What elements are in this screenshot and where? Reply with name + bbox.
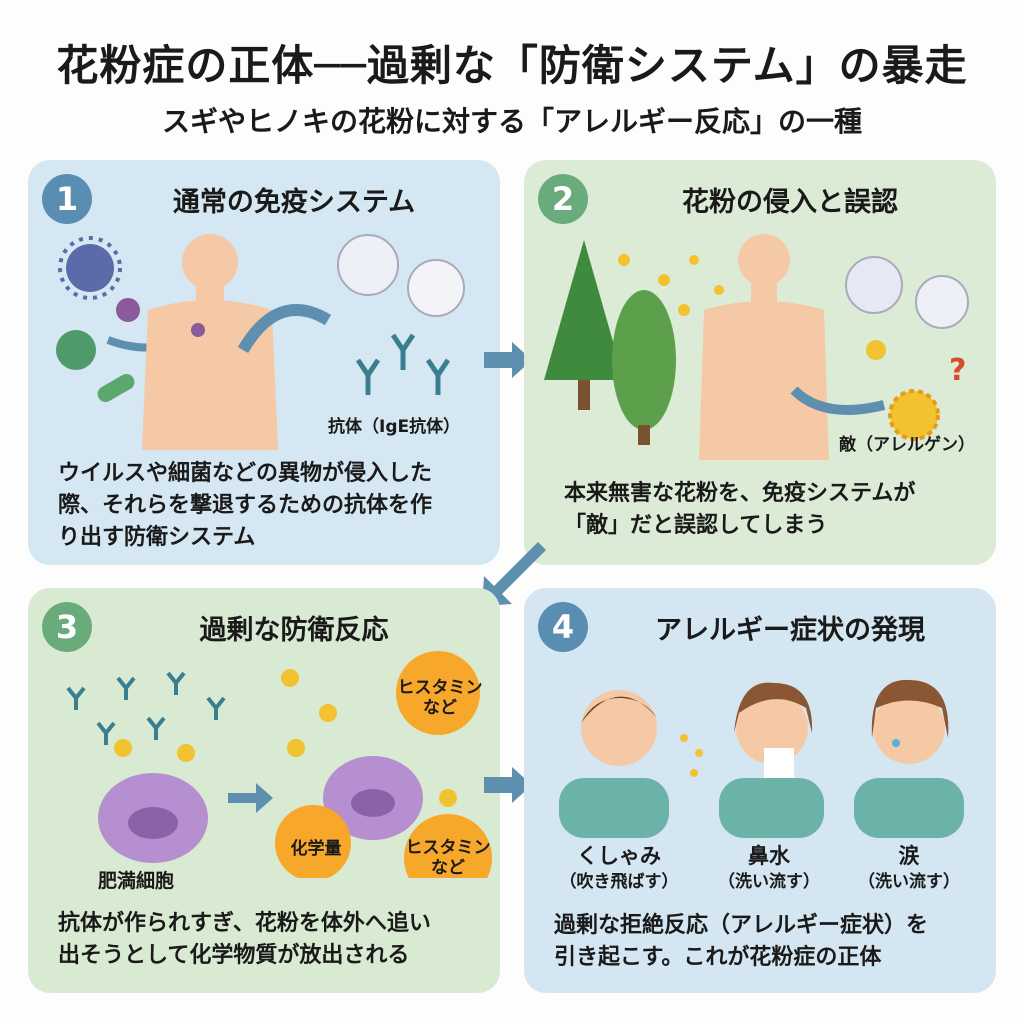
confused-cell-icon xyxy=(845,256,969,329)
bacillus-icon xyxy=(97,374,135,402)
cypress-tree-icon xyxy=(612,290,676,445)
arrow-right-icon xyxy=(484,342,532,378)
immune-illustration xyxy=(56,234,465,450)
arrow-right-icon xyxy=(484,767,532,803)
panel-pollen-invasion: 2 花粉の侵入と誤認 ? 敵（アレルゲン） 本来無害な花粉を、免疫システムが 「… xyxy=(524,160,996,565)
main-title: 花粉症の正体──過剰な「防衛システム」の暴走 xyxy=(56,41,968,90)
panel-title: 花粉の侵入と誤認 xyxy=(682,187,898,218)
symptoms-illustration xyxy=(559,679,964,838)
symptom-name: 涙 xyxy=(898,844,920,868)
chemical-label: 化学量 xyxy=(290,839,342,859)
arrow-icon xyxy=(790,386,886,415)
white-blood-cell-icon xyxy=(337,234,465,317)
step-badge: 2 xyxy=(538,174,588,224)
histamine-label: ヒスタミン xyxy=(397,678,483,698)
description-line: 出そうとして化学物質が放出される xyxy=(58,943,410,968)
symptom-name: 鼻水 xyxy=(748,844,790,868)
step-badge: 4 xyxy=(538,602,588,652)
description-line: 過剰な拒絶反応（アレルギー症状）を xyxy=(554,913,929,938)
bacteria-icon xyxy=(56,330,96,370)
cedar-tree-icon xyxy=(544,240,624,410)
teary-person-icon xyxy=(854,679,964,838)
panel-title: 通常の免疫システム xyxy=(172,187,416,218)
panel-excess-defense: 3 過剰な防衛反応 ヒスタミンなど 化学量 ヒスタミンなど 肥満細胞 抗体が作ら… xyxy=(28,588,500,993)
symptom-name: くしゃみ xyxy=(577,844,661,868)
mast-cell-icon xyxy=(98,773,208,863)
histamine-label: ヒスタミン xyxy=(405,838,491,858)
step-badge: 3 xyxy=(42,602,92,652)
description-line: 際、それらを撃退するための抗体を作 xyxy=(58,493,433,518)
description-line: 「敵」だと誤認してしまう xyxy=(564,513,828,538)
panel-title: 過剰な防衛反応 xyxy=(199,615,389,646)
panel-normal-immune: 1 通常の免疫システム 抗体（IgE抗体） ウイルスや細菌などの異物が侵入した … xyxy=(28,160,500,565)
description-line: 抗体が作られすぎ、花粉を体外へ追い xyxy=(58,911,431,936)
burst-icon xyxy=(275,651,492,878)
virus-icon xyxy=(58,236,122,300)
step-badge: 1 xyxy=(42,174,92,224)
sneezing-person-icon xyxy=(559,690,669,838)
antibody-icon xyxy=(66,671,226,745)
subtitle: スギやヒノキの花粉に対する「アレルギー反応」の一種 xyxy=(161,105,862,138)
arrow-icon xyxy=(237,304,332,354)
description-line: り出す防衛システム xyxy=(58,525,256,550)
description-line: 本来無害な花粉を、免疫システムが xyxy=(564,481,916,506)
antibody-label: 抗体（IgE抗体） xyxy=(328,417,461,437)
symptom-note: （洗い流す） xyxy=(858,872,960,892)
antibody-icon xyxy=(355,333,451,395)
arrow-down-left-icon xyxy=(482,542,546,606)
human-body-icon xyxy=(699,234,829,460)
histamine-suffix: など xyxy=(423,698,457,718)
mast-cell-illustration xyxy=(66,651,492,878)
description-line: 引き起こす。これが花粉症の正体 xyxy=(554,945,882,970)
enemy-label: 敵（アレルゲン） xyxy=(839,435,975,455)
description-line: ウイルスや細菌などの異物が侵入した xyxy=(58,461,433,486)
panel-allergy-symptoms: 4 アレルギー症状の発現 くしゃみ （吹き飛ばす） 鼻水 （洗い流す） 涙 （洗い流す… xyxy=(524,588,996,993)
mast-cell-label: 肥満細胞 xyxy=(98,870,175,892)
histamine-suffix: など xyxy=(431,858,465,878)
panel-title: アレルギー症状の発現 xyxy=(655,615,925,646)
question-mark-icon: ? xyxy=(949,353,966,388)
activated-mast-cell-icon xyxy=(323,756,423,840)
symptom-note: （吹き飛ばす） xyxy=(559,872,679,892)
pollen-enemy-icon xyxy=(888,389,940,441)
symptom-note: （洗い流す） xyxy=(718,872,820,892)
arrow-right-icon xyxy=(228,783,273,813)
germ-icon xyxy=(116,298,140,322)
runny-nose-person-icon xyxy=(719,682,824,838)
pollen-illustration: ? xyxy=(544,234,969,460)
human-body-icon xyxy=(142,234,278,450)
